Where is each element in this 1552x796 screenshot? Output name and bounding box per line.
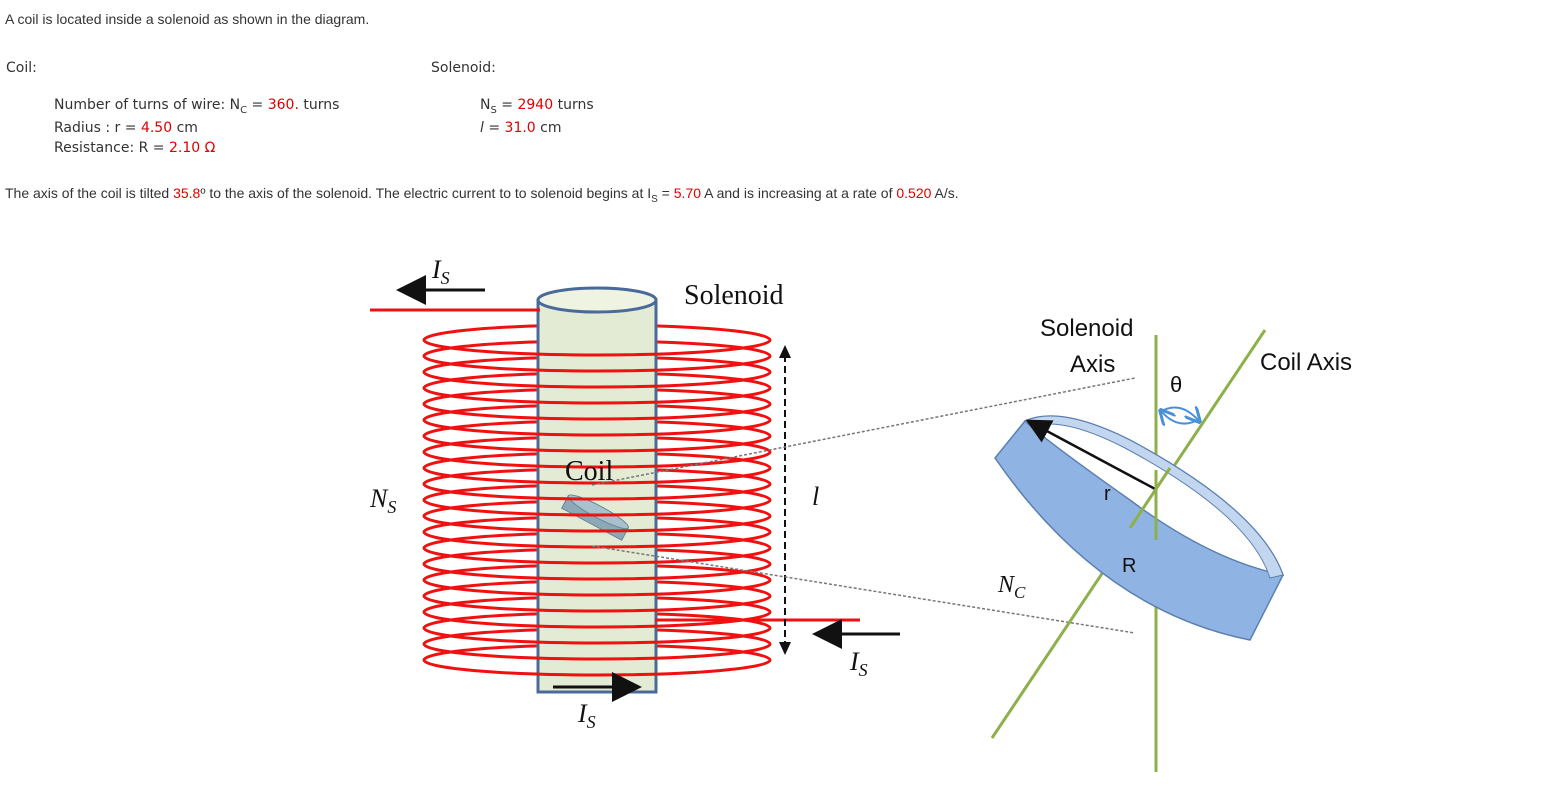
coil-resistance-value: 2.10	[168, 140, 201, 156]
solenoid-turns-label: N	[480, 97, 491, 113]
solenoid-loop-front	[422, 483, 772, 501]
current-sub: S	[651, 193, 658, 205]
solenoid-loop-front	[422, 371, 772, 389]
problem-part4: A and is increasing at a rate of	[701, 185, 897, 201]
solenoid-loop-front	[422, 387, 772, 405]
solenoid-loop-front	[422, 515, 772, 533]
current-label-top: IS	[431, 255, 450, 288]
solenoid-loop-front	[422, 579, 772, 597]
solenoid-loop-front	[422, 499, 772, 517]
coil-radius-value: 4.50	[140, 120, 173, 136]
solenoid-length-value: 31.0	[504, 120, 536, 136]
radius-arrow	[1025, 419, 1158, 492]
coil-radius-unit: cm	[172, 120, 198, 136]
ns-label: NS	[369, 484, 396, 517]
solenoid-loop-front	[422, 659, 772, 677]
solenoid-axis-label-line2: Axis	[1070, 351, 1115, 378]
theta-label: θ	[1170, 372, 1182, 397]
coil-resistance-unit: Ω	[200, 140, 216, 156]
solenoid-turns-row: NS = 2940 turns	[480, 97, 594, 116]
coil-turns-label: Number of turns of wire: N	[54, 97, 241, 113]
large-coil	[994, 415, 1285, 641]
solenoid-loop-front	[422, 595, 772, 613]
theta-arc	[1159, 408, 1198, 421]
solenoid-turns-eq: =	[496, 97, 518, 113]
small-coil	[561, 494, 629, 541]
coil-axis-front	[1128, 467, 1172, 529]
solenoid-loop-front	[422, 627, 772, 645]
problem-part2: º to the axis of the solenoid. The elect…	[200, 185, 652, 201]
coil-radius-row: Radius : r = 4.50 cm	[54, 120, 198, 136]
theta-arc-back	[1162, 412, 1199, 424]
radius-label: r	[1104, 483, 1111, 505]
length-arrow-down	[779, 642, 791, 655]
solenoid-turns-sub: S	[490, 104, 497, 116]
solenoid-label: Solenoid	[684, 280, 784, 311]
solenoid-length-label: l	[480, 120, 484, 136]
coil-turns-row: Number of turns of wire: NC = 360. turns	[54, 97, 339, 116]
solenoid-heading: Solenoid:	[431, 60, 496, 76]
solenoid-loop-front	[422, 339, 772, 357]
solenoid-loop-front	[422, 467, 772, 485]
resistance-label: R	[1122, 555, 1136, 577]
coil-label: Coil	[565, 456, 613, 487]
coil-turns-eq: =	[247, 97, 268, 113]
length-arrow-up	[779, 345, 791, 358]
coil-turns-value: 360.	[267, 97, 299, 113]
current-label-bottom: IS	[577, 699, 596, 732]
coil-axis-label: Coil Axis	[1260, 349, 1352, 376]
problem-part1: The axis of the coil is tilted	[5, 185, 174, 201]
coil-turns-sub: C	[240, 104, 248, 116]
coil-turns-unit: turns	[298, 97, 340, 113]
coil-resistance-row: Resistance: R = 2.10 Ω	[54, 140, 215, 156]
coil-radius-label: Radius : r =	[54, 120, 141, 136]
coil-heading: Coil:	[6, 60, 37, 76]
current-value: 5.70	[673, 185, 702, 201]
solenoid-loop-front	[422, 419, 772, 437]
solenoid-length-unit: cm	[535, 120, 562, 136]
solenoid-core	[536, 298, 658, 694]
problem-part5: A/s.	[931, 185, 959, 201]
nc-label: NC	[997, 572, 1026, 602]
solenoid-loop-front	[422, 643, 772, 661]
projection-line-bottom	[591, 545, 1136, 634]
length-label: l	[812, 482, 819, 511]
solenoid-axis-label-line1: Solenoid	[1040, 315, 1133, 342]
solenoid-length-row: l = 31.0 cm	[480, 120, 562, 136]
coil-resistance-label: Resistance: R =	[54, 140, 169, 156]
problem-part3: =	[657, 185, 674, 201]
problem-statement: The axis of the coil is tilted 35.8º to …	[5, 185, 959, 205]
solenoid-loop-front	[422, 547, 772, 565]
angle-value: 35.8	[173, 185, 201, 201]
solenoid-length-eq: =	[483, 120, 505, 136]
solenoid-loop-front	[422, 435, 772, 453]
current-label-right: IS	[849, 647, 868, 680]
solenoid-loop-front	[422, 451, 772, 469]
intro-text: A coil is located inside a solenoid as s…	[5, 11, 370, 27]
solenoid-turns-unit: turns	[553, 97, 594, 113]
solenoid-core-top	[536, 286, 658, 314]
projection-line-top	[591, 377, 1136, 486]
rate-value: 0.520	[896, 185, 932, 201]
solenoid-loop-front	[422, 403, 772, 421]
solenoid-loop-front	[422, 355, 772, 373]
solenoid-turns-value: 2940	[517, 97, 554, 113]
